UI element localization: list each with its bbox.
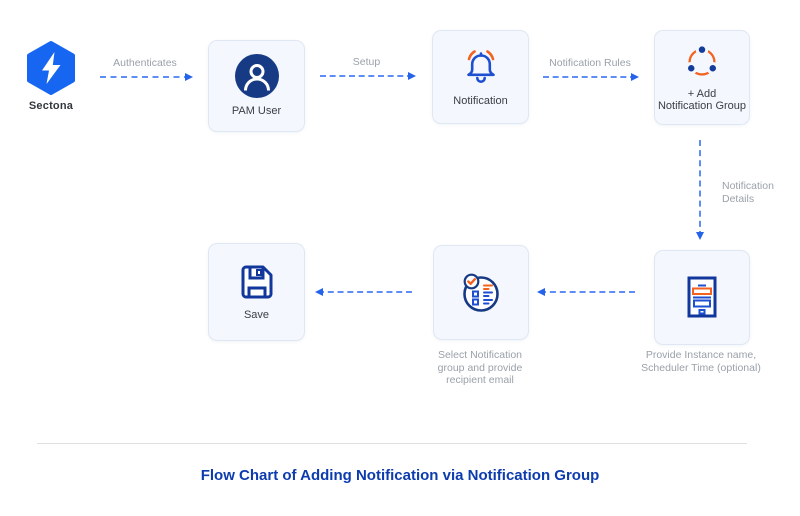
node-label-add-group: + Add Notification Group	[658, 88, 746, 113]
arrow-label-authenticates: Authenticates	[113, 57, 177, 69]
add-group-label-line1: + Add	[687, 87, 717, 100]
node-pam-user: PAM User	[208, 40, 305, 132]
arrowhead-down-icon	[696, 232, 704, 240]
provide-instance-caption-line1: Provide Instance name,	[645, 349, 757, 361]
add-group-label-line2: Notification Group	[657, 100, 747, 112]
node-label-pam-user: PAM User	[231, 105, 282, 118]
node-select-notification-group	[433, 245, 529, 340]
arrow-label-notification-details: Notification Details	[722, 180, 792, 206]
user-circle-icon	[234, 54, 279, 99]
node-save: Save	[208, 243, 305, 341]
caption-provide-instance: Provide Instance name, Scheduler Time (o…	[631, 349, 771, 374]
node-label-notification: Notification	[453, 95, 508, 108]
select-group-caption-line1: Select Notification	[437, 349, 523, 361]
sectona-logo: Sectona	[22, 40, 80, 112]
footer-divider	[37, 443, 747, 444]
arrowhead-left-icon	[537, 288, 545, 296]
arrowhead-right-icon	[631, 73, 639, 81]
chart-title: Flow Chart of Adding Notification via No…	[200, 467, 600, 484]
arrow-notification-details	[696, 140, 704, 240]
logo-label: Sectona	[28, 100, 74, 112]
floppy-disk-icon	[237, 262, 277, 302]
arrow-label-notification-rules: Notification Rules	[549, 57, 631, 69]
node-provide-instance	[654, 250, 750, 345]
arrowhead-right-icon	[185, 73, 193, 81]
provide-instance-caption-line2: Scheduler Time (optional)	[641, 361, 761, 374]
arrow-authenticates	[100, 73, 193, 81]
select-group-caption-line2: group and provide	[437, 361, 523, 374]
select-group-caption-line3: recipient email	[446, 374, 514, 386]
details-label-line1: Notification	[722, 180, 774, 192]
share-nodes-icon	[681, 42, 723, 83]
arrow-to-save	[315, 288, 412, 296]
bell-ringing-icon	[459, 46, 503, 88]
node-label-save: Save	[243, 309, 270, 322]
arrowhead-left-icon	[315, 288, 323, 296]
details-label-line2: Details	[722, 193, 755, 205]
arrowhead-right-icon	[408, 72, 416, 80]
arrow-notification-rules	[543, 73, 639, 81]
arrow-to-select-group	[537, 288, 635, 296]
node-notification: Notification	[432, 30, 529, 124]
arrow-label-setup: Setup	[352, 56, 381, 68]
hexagon-lightning-bolt-icon	[25, 40, 77, 96]
checklist-circle-icon	[457, 269, 505, 317]
arrow-setup	[320, 72, 416, 80]
node-add-notification-group: + Add Notification Group	[654, 30, 750, 125]
caption-select-group: Select Notification group and provide re…	[420, 349, 540, 387]
form-document-icon	[682, 274, 722, 322]
